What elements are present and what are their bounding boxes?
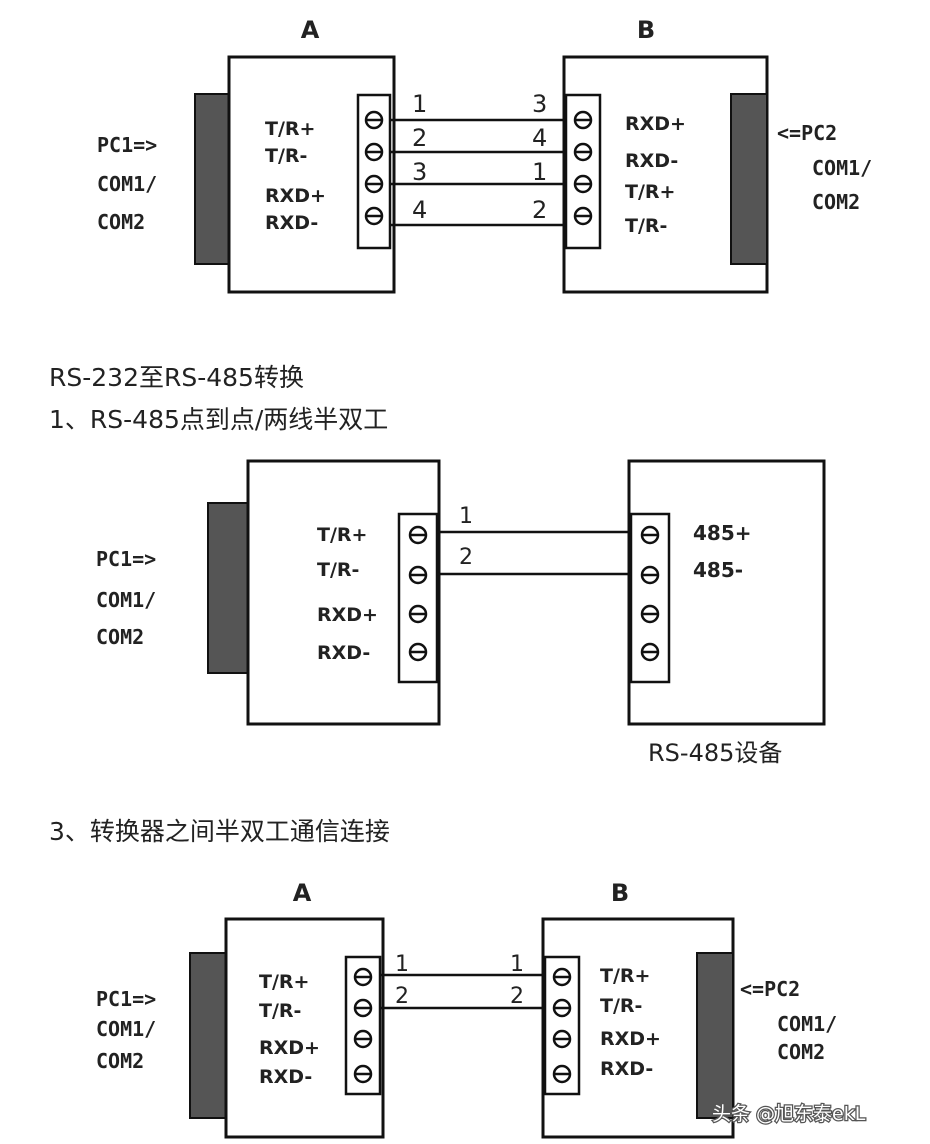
terminal-label: RXD+ xyxy=(600,1028,661,1050)
terminal-label: T/R+ xyxy=(259,971,309,993)
terminal-label: T/R- xyxy=(600,995,642,1017)
screw-icon xyxy=(353,1029,373,1049)
screw-icon xyxy=(640,525,660,545)
wire-number: 4 xyxy=(412,196,427,224)
db-connector xyxy=(207,502,249,674)
screw-icon xyxy=(640,604,660,624)
section-title: RS-232至RS-485转换 xyxy=(49,363,304,392)
terminal-label: RXD- xyxy=(265,212,318,234)
unit-a-title: A xyxy=(301,16,320,44)
screw-icon xyxy=(353,998,373,1018)
screw-icon xyxy=(364,142,384,162)
screw-icon xyxy=(552,967,572,987)
screw-icon xyxy=(573,142,593,162)
terminal-label: T/R- xyxy=(259,1000,301,1022)
screw-icon xyxy=(408,604,428,624)
pc-label: COM2 xyxy=(96,625,144,649)
watermark: 头条 @旭东泰ekL xyxy=(712,1103,866,1125)
screw-icon xyxy=(364,206,384,226)
screw-icon xyxy=(408,642,428,662)
db-connector-a xyxy=(194,93,230,265)
terminal-label: T/R+ xyxy=(625,181,675,203)
terminal-label: T/R+ xyxy=(317,524,367,546)
screw-icon xyxy=(573,206,593,226)
pc-label: PC1=> xyxy=(96,547,156,571)
screw-icon xyxy=(573,174,593,194)
device-terminal-label: 485- xyxy=(693,558,743,582)
diagram-2: T/R+ T/R- RXD+ RXD- PC1=> COM1/ COM2 485… xyxy=(96,459,826,767)
screw-icon xyxy=(408,565,428,585)
terminal-block xyxy=(397,512,439,684)
terminal-label: RXD+ xyxy=(259,1037,320,1059)
wire-number: 1 xyxy=(532,158,547,186)
unit-b-title: B xyxy=(637,16,655,44)
db-connector-b xyxy=(730,93,768,265)
terminal-label: RXD- xyxy=(625,150,678,172)
screw-icon xyxy=(552,1064,572,1084)
diagram-1: A B T/R+ T/R- RXD+ RXD- PC1=> COM1/ COM2… xyxy=(97,16,872,294)
device-terminal-block xyxy=(629,512,671,684)
wire-number: 3 xyxy=(412,158,427,186)
wire-number: 2 xyxy=(532,196,547,224)
terminal-label: T/R- xyxy=(317,559,359,581)
terminal-label: RXD+ xyxy=(265,185,326,207)
pc-label: COM1/ xyxy=(812,156,872,180)
wire-number: 1 xyxy=(395,952,409,977)
pc-label: <=PC2 xyxy=(777,121,837,145)
pc-label: COM1/ xyxy=(96,588,156,612)
pc-label: COM2 xyxy=(96,1049,144,1073)
wire-number: 3 xyxy=(532,90,547,118)
device-terminal-label: 485+ xyxy=(693,521,752,545)
screw-icon xyxy=(552,998,572,1018)
screw-icon xyxy=(364,174,384,194)
terminal-label: T/R- xyxy=(265,145,307,167)
wire-number: 1 xyxy=(510,952,524,977)
terminal-label: T/R- xyxy=(625,215,667,237)
terminal-label: T/R+ xyxy=(600,965,650,987)
pc-label: PC1=> xyxy=(96,987,156,1011)
terminal-label: RXD- xyxy=(317,642,370,664)
wire-number: 1 xyxy=(459,504,473,529)
screw-icon xyxy=(640,565,660,585)
wire-number: 2 xyxy=(412,124,427,152)
terminal-label: RXD+ xyxy=(625,113,686,135)
pc-label: COM2 xyxy=(777,1040,825,1064)
screw-icon xyxy=(353,1064,373,1084)
screw-icon xyxy=(364,110,384,130)
pc-label: <=PC2 xyxy=(740,977,800,1001)
pc-label: COM2 xyxy=(97,210,145,234)
unit-b-title: B xyxy=(611,879,629,907)
pc-label: COM2 xyxy=(812,190,860,214)
pc-label: COM1/ xyxy=(777,1012,837,1036)
screw-icon xyxy=(640,642,660,662)
wire-number: 4 xyxy=(532,124,547,152)
terminal-label: RXD- xyxy=(600,1058,653,1080)
screw-icon xyxy=(408,525,428,545)
unit-a-title: A xyxy=(293,879,312,907)
wire-number: 2 xyxy=(459,545,473,570)
pc-label: COM1/ xyxy=(97,172,157,196)
pc-label: COM1/ xyxy=(96,1017,156,1041)
terminal-block-a xyxy=(344,955,382,1096)
screw-icon xyxy=(353,967,373,987)
wire-number: 1 xyxy=(412,90,427,118)
wire-number: 2 xyxy=(510,984,524,1009)
terminal-block-b xyxy=(543,955,581,1096)
section-3-heading: 3、转换器之间半双工通信连接 xyxy=(49,817,390,846)
db-connector-b xyxy=(696,952,734,1119)
pc-label: PC1=> xyxy=(97,133,157,157)
device-label: RS-485设备 xyxy=(648,739,782,767)
screw-icon xyxy=(552,1029,572,1049)
terminal-label: T/R+ xyxy=(265,118,315,140)
terminal-label: RXD+ xyxy=(317,604,378,626)
diagram-3: A B T/R+ T/R- RXD+ RXD- PC1=> COM1/ COM2… xyxy=(96,879,837,1139)
wire-number: 2 xyxy=(395,984,409,1009)
db-connector-a xyxy=(189,952,227,1119)
section-1-heading: 1、RS-485点到点/两线半双工 xyxy=(49,405,388,434)
terminal-label: RXD- xyxy=(259,1066,312,1088)
screw-icon xyxy=(573,110,593,130)
